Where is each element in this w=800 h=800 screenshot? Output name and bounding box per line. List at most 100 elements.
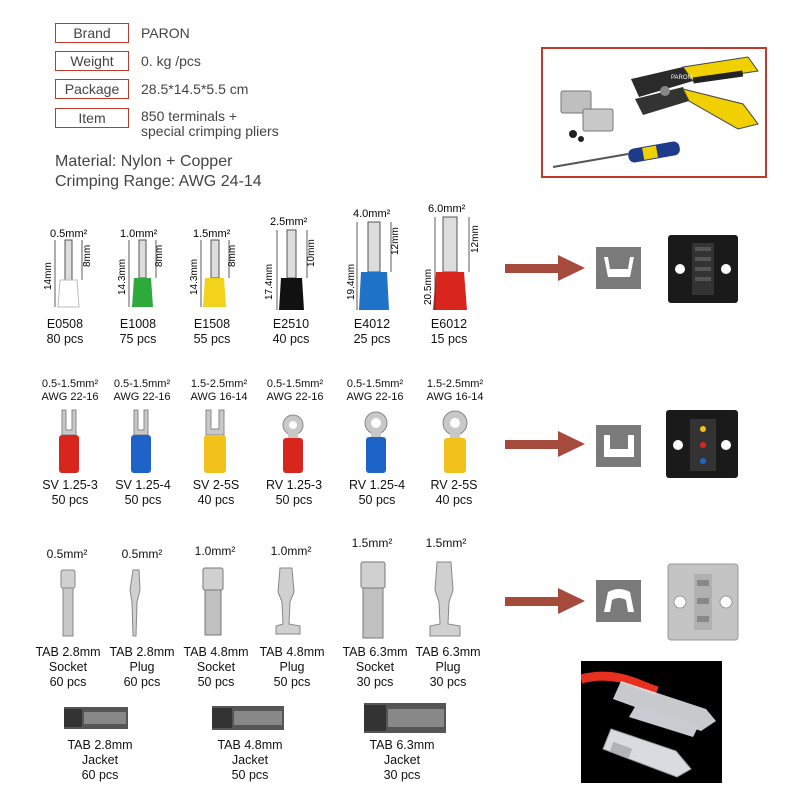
tab-plug-6.3-icon bbox=[429, 561, 461, 637]
tab-label: TAB 6.3mm Socket 30 pcs bbox=[337, 645, 413, 690]
ferrule-row: 0.5mm² 14mm 8mm 1.0mm² 14.3mm 8mm 1.5mm²… bbox=[43, 203, 738, 310]
jacket-type: Jacket bbox=[231, 753, 269, 767]
spec-brand: Brand PARON bbox=[55, 22, 190, 44]
ferrule-qty: 75 pcs bbox=[119, 332, 157, 346]
crimping-pliers-icon: PARON bbox=[631, 56, 759, 130]
ferrule-size: 0.5mm² bbox=[50, 228, 88, 240]
ferrule-e1008: 1.0mm² 14.3mm 8mm bbox=[117, 228, 165, 307]
tab-qty: 50 pcs bbox=[197, 675, 235, 689]
jacket-2.8-icon bbox=[64, 707, 128, 729]
tab-label: TAB 4.8mm Socket 50 pcs bbox=[178, 645, 254, 690]
jacket-label: TAB 2.8mm Jacket 60 pcs bbox=[60, 738, 140, 783]
fork-terminal-blue bbox=[131, 409, 151, 473]
ferrule-qty: 15 pcs bbox=[430, 332, 468, 346]
terminal-label: RV 1.25-3 50 pcs bbox=[259, 478, 329, 508]
crimping-range-text: Crimping Range: AWG 24-14 bbox=[55, 173, 262, 190]
terminal-qty: 40 pcs bbox=[435, 493, 473, 507]
tab-name: TAB 4.8mm bbox=[183, 645, 249, 659]
ferrule-code: E0508 bbox=[46, 317, 84, 331]
ferrule-pin: 8mm bbox=[82, 245, 93, 267]
die-profile-icon bbox=[596, 580, 641, 622]
jacket-label: TAB 4.8mm Jacket 50 pcs bbox=[210, 738, 290, 783]
terminal-spec: 0.5-1.5mm² AWG 22-16 bbox=[109, 378, 175, 404]
die-profile-icon bbox=[596, 247, 641, 289]
ring-terminal-blue bbox=[364, 411, 388, 473]
terminal-range: 0.5-1.5mm² bbox=[266, 378, 324, 390]
ferrule-label: E4012 25 pcs bbox=[344, 317, 400, 347]
terminal-range: 0.5-1.5mm² bbox=[346, 378, 404, 390]
tab-socket-2.8-icon bbox=[60, 569, 76, 637]
ferrule-e1508: 1.5mm² 14.3mm 8mm bbox=[189, 228, 238, 307]
terminal-code: RV 1.25-4 bbox=[348, 478, 406, 492]
spec-value: PARON bbox=[141, 24, 190, 41]
ferrule-pin: 12mm bbox=[390, 227, 401, 255]
terminal-qty: 50 pcs bbox=[275, 493, 313, 507]
terminal-range: 0.5-1.5mm² bbox=[41, 378, 99, 390]
insulated-terminal-row bbox=[59, 409, 738, 478]
ferrule-pin: 12mm bbox=[470, 225, 481, 253]
terminal-awg: AWG 16-14 bbox=[426, 391, 484, 403]
terminal-awg: AWG 22-16 bbox=[113, 391, 171, 403]
terminal-range: 0.5-1.5mm² bbox=[113, 378, 171, 390]
spec-value-line2: special crimping pliers bbox=[141, 123, 279, 139]
arrow-right-icon bbox=[505, 588, 585, 614]
arrow-right-icon bbox=[505, 255, 585, 281]
tab-type: Socket bbox=[196, 660, 236, 674]
pliers-logo-text: PARON bbox=[671, 75, 692, 81]
terminal-qty: 50 pcs bbox=[51, 493, 89, 507]
tab-name: TAB 4.8mm bbox=[259, 645, 325, 659]
terminal-spec: 1.5-2.5mm² AWG 16-14 bbox=[422, 378, 488, 404]
spec-item: Item 850 terminals + special crimping pl… bbox=[55, 107, 279, 139]
spec-value-line1: 850 terminals + bbox=[141, 108, 238, 124]
terminal-awg: AWG 22-16 bbox=[41, 391, 99, 403]
terminal-code: RV 2-5S bbox=[430, 478, 478, 492]
terminal-qty: 40 pcs bbox=[197, 493, 235, 507]
ferrule-length: 20.5mm bbox=[423, 269, 434, 305]
ferrule-e6012: 6.0mm² 20.5mm 12mm bbox=[423, 203, 481, 310]
terminal-label: SV 2-5S 40 pcs bbox=[183, 478, 249, 508]
tab-qty: 60 pcs bbox=[49, 675, 87, 689]
terminal-awg: AWG 22-16 bbox=[346, 391, 404, 403]
tab-size: 1.0mm² bbox=[194, 544, 236, 558]
terminal-spec: 0.5-1.5mm² AWG 22-16 bbox=[37, 378, 103, 404]
ferrule-length: 14mm bbox=[43, 262, 54, 290]
tab-name: TAB 6.3mm bbox=[415, 645, 481, 659]
tab-type: Plug bbox=[435, 660, 461, 674]
jacket-type: Jacket bbox=[81, 753, 119, 767]
tab-type: Socket bbox=[48, 660, 88, 674]
ferrule-qty: 25 pcs bbox=[353, 332, 391, 346]
pliers-photo: PARON bbox=[541, 47, 767, 178]
terminal-code: RV 1.25-3 bbox=[265, 478, 323, 492]
ferrule-label: E0508 80 pcs bbox=[40, 317, 90, 347]
ferrule-e2510: 2.5mm² 17.4mm 10mm bbox=[264, 216, 317, 310]
jacket-qty: 60 pcs bbox=[81, 768, 119, 782]
terminal-code: SV 2-5S bbox=[192, 478, 240, 492]
ferrule-qty: 40 pcs bbox=[272, 332, 310, 346]
spec-label: Package bbox=[55, 79, 129, 99]
ferrule-pin: 8mm bbox=[154, 245, 165, 267]
terminal-spec: 0.5-1.5mm² AWG 22-16 bbox=[342, 378, 408, 404]
tab-size: 0.5mm² bbox=[46, 547, 88, 561]
ferrule-size: 4.0mm² bbox=[353, 208, 391, 220]
spec-value: 0. kg /pcs bbox=[141, 52, 201, 69]
ferrule-length: 17.4mm bbox=[264, 264, 275, 300]
jacket-type: Jacket bbox=[383, 753, 421, 767]
jacket-name: TAB 4.8mm bbox=[217, 738, 283, 752]
terminal-range: 1.5-2.5mm² bbox=[426, 378, 484, 390]
ferrule-code: E1508 bbox=[193, 317, 231, 331]
tab-size: 0.5mm² bbox=[121, 547, 163, 561]
tab-label: TAB 2.8mm Plug 60 pcs bbox=[104, 645, 180, 690]
ferrule-pin: 8mm bbox=[227, 245, 238, 267]
tab-size: 1.5mm² bbox=[425, 536, 467, 550]
terminal-label: RV 2-5S 40 pcs bbox=[421, 478, 487, 508]
tab-size: 1.5mm² bbox=[351, 536, 393, 550]
ferrule-code: E2510 bbox=[272, 317, 310, 331]
tab-name: TAB 2.8mm bbox=[109, 645, 175, 659]
ferrule-label: E6012 15 pcs bbox=[421, 317, 477, 347]
spec-value: 28.5*14.5*5.5 cm bbox=[141, 80, 249, 97]
jacket-qty: 30 pcs bbox=[383, 768, 421, 782]
terminal-awg: AWG 22-16 bbox=[266, 391, 324, 403]
terminal-qty: 50 pcs bbox=[124, 493, 162, 507]
ring-terminal-red bbox=[282, 414, 304, 473]
tab-die-icon bbox=[667, 563, 739, 641]
